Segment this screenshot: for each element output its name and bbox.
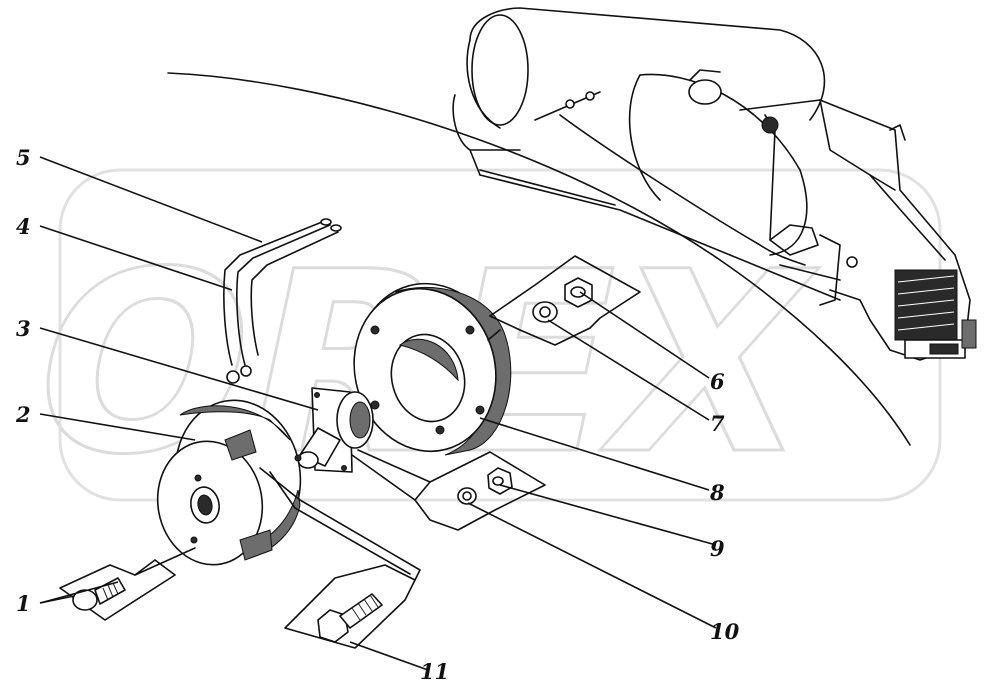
callout-9: 9: [710, 536, 725, 561]
callout-labels: 5 4 3 2 1 6 7 8 9 10 11: [15, 145, 740, 684]
callout-8: 8: [709, 480, 725, 505]
fastener-group-9-10: [351, 449, 546, 531]
callout-6: 6: [710, 369, 725, 394]
callout-7: 7: [710, 411, 725, 436]
callout-4: 4: [16, 214, 31, 239]
callout-10: 10: [710, 619, 740, 644]
flange-ring-part-8: [353, 282, 512, 456]
grille: [894, 269, 977, 359]
fastener-group-6-7: [487, 255, 641, 346]
cable-harness-part-4-5: [223, 218, 342, 384]
bolt-group-part-11: [259, 467, 421, 649]
callout-1: 1: [16, 591, 31, 616]
callout-5: 5: [16, 145, 31, 170]
leader-lines: [39, 156, 717, 671]
callout-2: 2: [15, 402, 31, 427]
callout-11: 11: [420, 659, 449, 684]
vehicle-outline: [167, 7, 977, 446]
hub-pulley-part-2: [156, 399, 302, 566]
mounting-bracket-part-3: [297, 387, 374, 473]
bolt-group-part-1: [59, 547, 196, 621]
callout-3: 3: [16, 316, 31, 341]
